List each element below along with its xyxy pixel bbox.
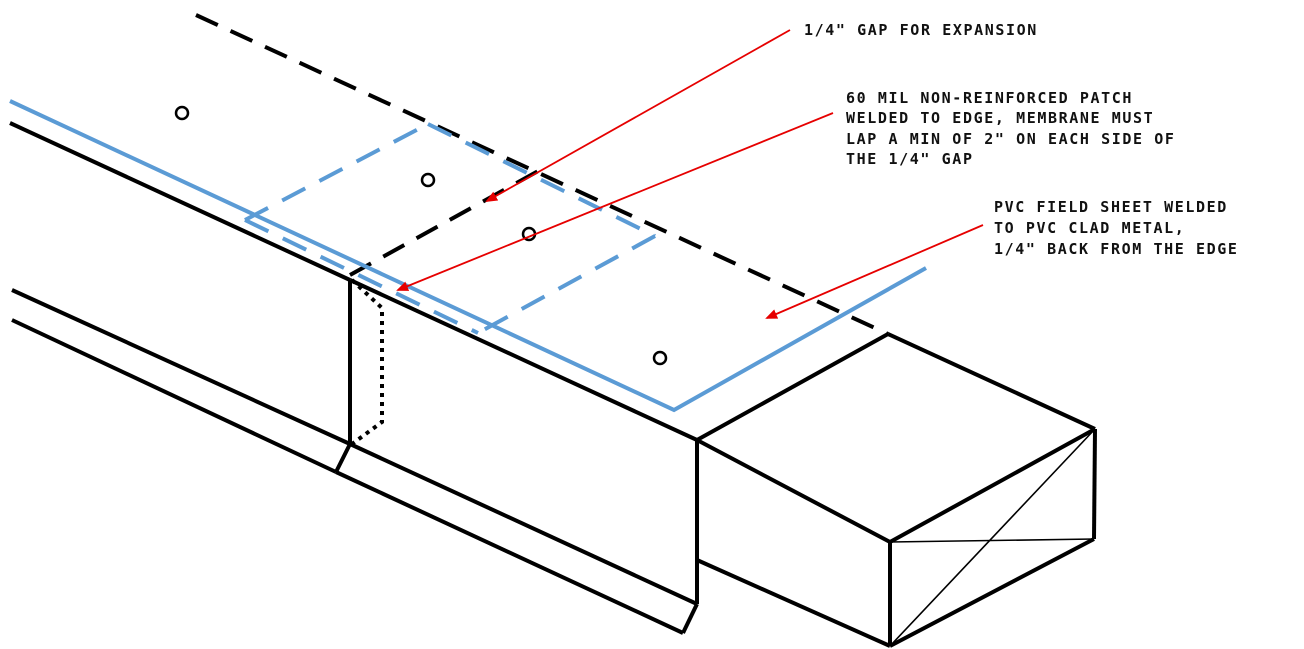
leader-arrow-gap (485, 29, 791, 202)
callout-gap: 1/4" GAP FOR EXPANSION (804, 21, 1038, 39)
fascia-top-edge-right (349, 278, 698, 442)
fastener-circle (420, 172, 436, 188)
fascia-bottom-edge-left (11, 288, 351, 446)
patch-right-edge (477, 234, 656, 335)
box-end-diagonals (889, 428, 1096, 647)
callout-patch-line-1: 60 MIL NON-REINFORCED PATCH (846, 89, 1133, 107)
leader-arrow-field-sheet (765, 224, 984, 319)
box-end-right-edge (1092, 428, 1097, 540)
drip-lower-right (335, 470, 684, 635)
metal-edge-outline (9, 121, 1097, 648)
patch-far-side (427, 122, 656, 238)
callout-field-sheet-line-3: 1/4" BACK FROM THE EDGE (994, 240, 1239, 258)
field-sheet-outline (9, 99, 927, 413)
box-top-far-edge (887, 332, 1096, 431)
joint-hidden-profile (350, 278, 384, 446)
patch-front-edge (244, 218, 479, 335)
box-front-top-edge (696, 332, 889, 442)
expansion-gap-lines (195, 13, 889, 336)
fascia-bottom-edge-right (349, 442, 698, 606)
fastener-circle (174, 105, 190, 121)
patch-back-edge (244, 122, 429, 222)
fascia-top-edge-left (9, 121, 351, 282)
patch-outline (244, 122, 656, 335)
drip-kick-end (681, 603, 699, 634)
box-end-bottom-edge (889, 537, 1095, 648)
callout-field-sheet-line-2: TO PVC CLAD METAL, (994, 219, 1185, 237)
callout-patch: 60 MIL NON-REINFORCED PATCH WELDED TO ED… (846, 89, 1176, 168)
box-diagonal-b (889, 428, 1096, 647)
box-top-near-edge (696, 438, 891, 544)
box-end-top-edge (889, 427, 1096, 544)
box-bottom-edge (696, 558, 891, 648)
drip-kick-joint (334, 443, 352, 473)
callout-patch-line-3: LAP A MIN OF 2" ON EACH SIDE OF (846, 130, 1176, 148)
leader-arrow-patch (396, 112, 834, 291)
gap-line-lower (349, 168, 541, 277)
leader-arrows (396, 29, 984, 319)
box-diagonal-a (889, 538, 1095, 543)
callout-patch-line-2: WELDED TO EDGE, MEMBRANE MUST (846, 109, 1154, 127)
callout-gap-line-1: 1/4" GAP FOR EXPANSION (804, 21, 1038, 39)
fastener-circle (652, 350, 668, 366)
drip-lower-left (11, 318, 337, 474)
callout-patch-line-4: THE 1/4" GAP (846, 150, 974, 168)
callout-field-sheet-line-1: PVC FIELD SHEET WELDED (994, 198, 1228, 216)
callout-field-sheet: PVC FIELD SHEET WELDED TO PVC CLAD METAL… (994, 198, 1239, 258)
gap-line-upper (195, 13, 889, 336)
